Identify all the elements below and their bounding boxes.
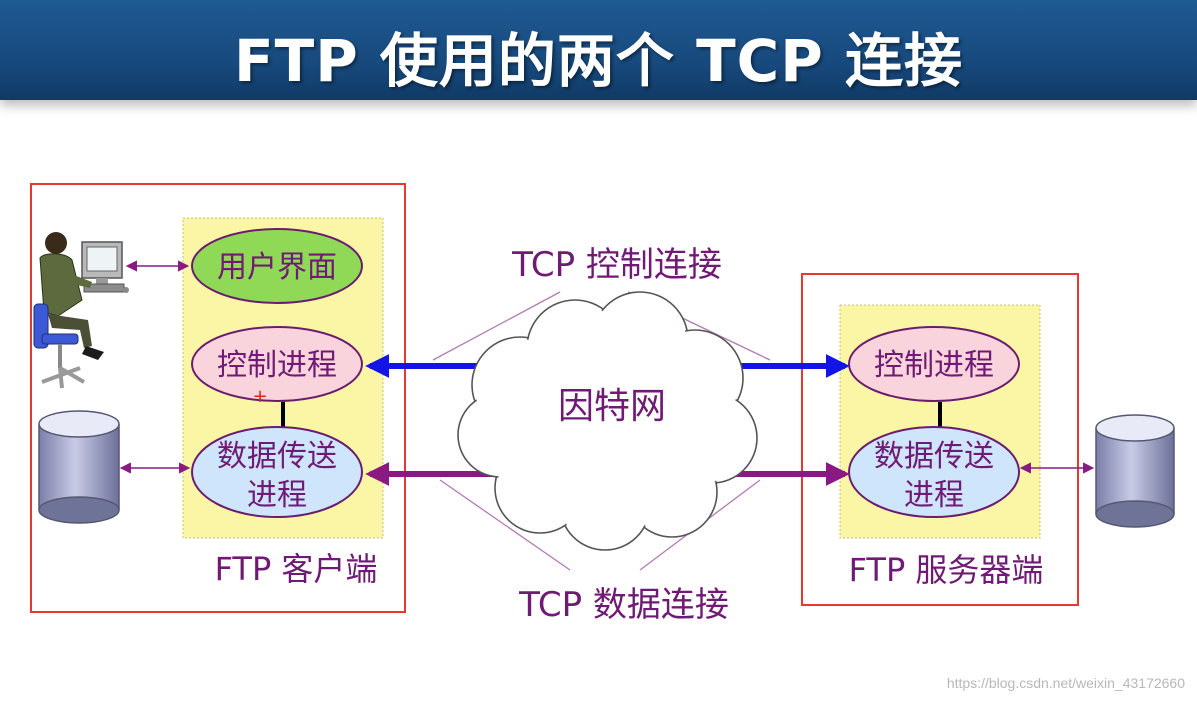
client-user-interface-label: 用户界面 <box>217 250 337 285</box>
tcp-control-connection-label: TCP 控制连接 <box>511 245 722 285</box>
user-at-computer-icon <box>33 232 129 389</box>
client-frame <box>30 183 406 613</box>
page-title: FTP 使用的两个 TCP 连接 <box>234 27 963 95</box>
client-control-process-label: 控制进程 <box>217 348 337 383</box>
cursor-mark-icon: + <box>252 386 267 407</box>
client-data-process-label-1: 数据传送 <box>217 439 337 474</box>
cloud-body <box>460 294 755 548</box>
server-frame <box>801 273 1079 606</box>
server-data-process-label-2: 进程 <box>904 478 964 513</box>
server-label: FTP 服务器端 <box>849 551 1044 589</box>
tcp-data-connection-label: TCP 数据连接 <box>518 585 729 625</box>
cloud-label: 因特网 <box>558 386 666 427</box>
client-data-process-node <box>191 426 363 518</box>
server-control-process-label: 控制进程 <box>874 348 994 383</box>
client-control-process-node <box>191 326 363 402</box>
title-bar: FTP 使用的两个 TCP 连接 <box>0 0 1197 100</box>
client-label: FTP 客户端 <box>215 550 378 588</box>
server-data-process-label-1: 数据传送 <box>874 439 994 474</box>
client-user-interface-node <box>191 228 363 304</box>
client-disk-icon <box>38 410 120 524</box>
server-disk-icon <box>1095 414 1175 528</box>
watermark-text: https://blog.csdn.net/weixin_43172660 <box>946 675 1185 691</box>
client-data-process-label-2: 进程 <box>247 478 307 513</box>
